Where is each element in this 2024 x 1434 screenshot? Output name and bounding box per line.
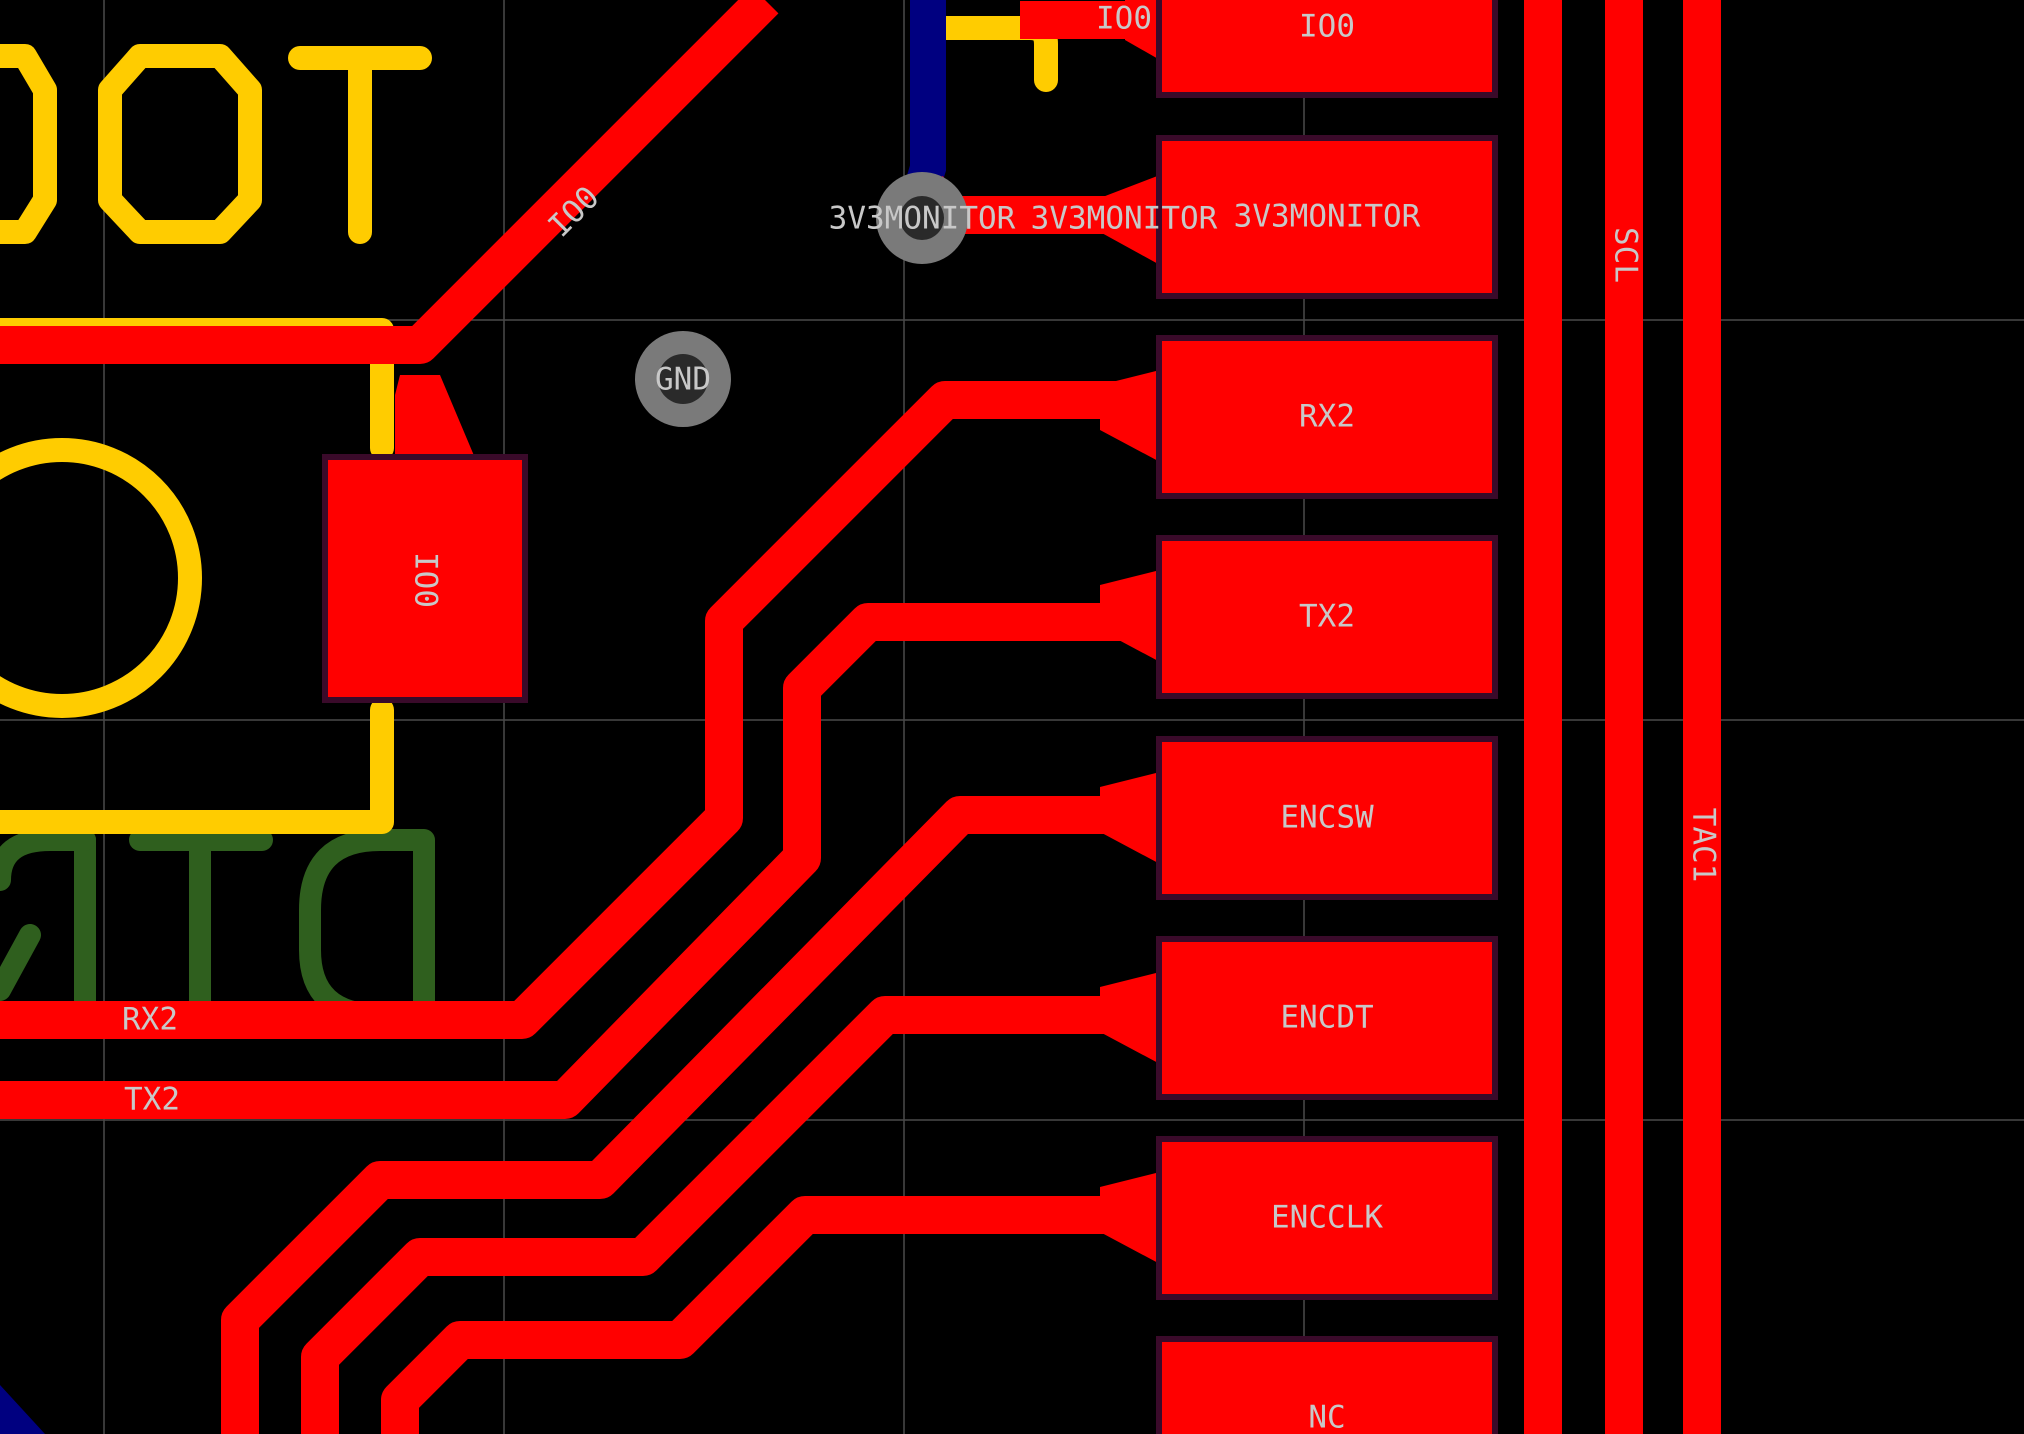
net-label-tac1: TAC1	[1686, 808, 1722, 883]
net-label-scl: SCL	[1608, 227, 1644, 283]
via-3v3monitor[interactable]	[876, 172, 968, 264]
top-layer-traces	[0, 0, 1721, 1434]
pad-nc[interactable]: NC	[1156, 1336, 1498, 1434]
net-label-3v3monitor-trace: 3V3MONITOR	[1031, 201, 1218, 237]
pad-encdt[interactable]: ENCDT	[1156, 936, 1498, 1100]
pad-3v3monitor-copper	[1156, 135, 1498, 299]
button-pad-io0-copper	[322, 454, 528, 703]
pad-encsw[interactable]: ENCSW	[1156, 736, 1498, 900]
pad-encclk[interactable]: ENCCLK	[1156, 1136, 1498, 1300]
pad-tx2[interactable]: TX2	[1156, 535, 1498, 699]
pad-io0-copper	[1156, 0, 1498, 98]
pad-encdt-copper	[1156, 936, 1498, 1100]
net-label-tx2: TX2	[124, 1082, 180, 1118]
net-label-rx2: RX2	[122, 1002, 178, 1038]
pad-rx2[interactable]: RX2	[1156, 335, 1498, 499]
net-label-3v3monitor-via: 3V3MONITOR	[829, 201, 1016, 237]
bottom-layer-trace	[904, 0, 946, 194]
pad-encsw-label: ENCSW	[1280, 800, 1374, 836]
via-gnd[interactable]: GND	[635, 331, 731, 427]
trace-pad-tapers	[395, 0, 1160, 1264]
pad-rx2-label: RX2	[1299, 399, 1355, 435]
net-label-io0-top: IO0	[1096, 1, 1152, 37]
bottom-layer-corner	[0, 1385, 45, 1434]
pad-nc-label: NC	[1308, 1400, 1345, 1434]
pad-encclk-label: ENCCLK	[1271, 1200, 1383, 1236]
button-pad-io0-label: IO0	[408, 552, 444, 608]
pad-encsw-copper	[1156, 736, 1498, 900]
pad-tx2-label: TX2	[1299, 599, 1355, 635]
pad-rx2-copper	[1156, 335, 1498, 499]
via-gnd-label: GND	[655, 362, 711, 398]
pad-nc-copper	[1156, 1336, 1498, 1434]
via-3v3monitor-hole	[900, 196, 944, 240]
pad-encdt-label: ENCDT	[1280, 1000, 1373, 1036]
button-pad-io0[interactable]: IO0	[322, 454, 528, 703]
pad-column: IO0 3V3MONITOR RX2 TX2 ENCSW ENCDT ENCCL…	[1156, 0, 1498, 1434]
pad-encclk-copper	[1156, 1136, 1498, 1300]
pad-io0[interactable]: IO0	[1156, 0, 1498, 98]
pad-3v3monitor-label: 3V3MONITOR	[1234, 199, 1421, 235]
pad-tx2-copper	[1156, 535, 1498, 699]
pad-3v3monitor[interactable]: 3V3MONITOR	[1156, 135, 1498, 299]
via-gnd-hole	[658, 354, 708, 404]
pad-io0-label: IO0	[1299, 9, 1355, 45]
